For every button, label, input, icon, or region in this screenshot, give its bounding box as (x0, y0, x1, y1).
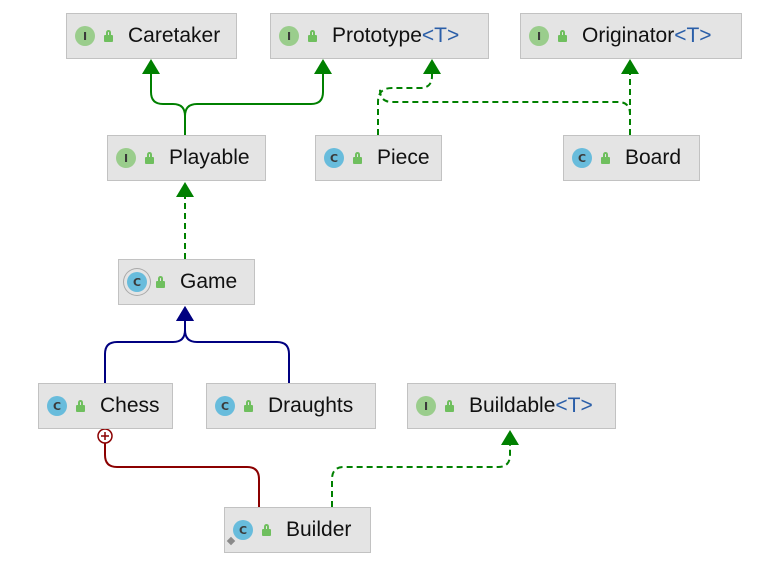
class-name: Board (625, 146, 682, 169)
class-name: Prototype<T> (332, 24, 460, 47)
abstract-class-icon: C (127, 272, 147, 292)
public-visibility-icon (308, 29, 317, 42)
relation-line (184, 73, 324, 135)
public-visibility-icon (104, 29, 113, 42)
relation-line (377, 73, 433, 135)
relation-builder-buildable (331, 430, 519, 507)
relation-line (379, 88, 631, 135)
public-visibility-icon (262, 523, 271, 536)
class-icon: C (226, 520, 253, 546)
class-name: Piece (377, 146, 430, 169)
class-node-board[interactable]: C Board (563, 135, 700, 181)
public-visibility-icon (445, 399, 454, 412)
relation-piece-prototype (377, 59, 441, 135)
interface-icon: I (116, 148, 136, 168)
public-visibility-icon (558, 29, 567, 42)
arrowhead (423, 59, 441, 74)
class-icon: C (572, 148, 592, 168)
arrowhead (501, 430, 519, 445)
class-node-caretaker[interactable]: I Caretaker (66, 13, 237, 59)
interface-icon: I (416, 396, 436, 416)
relation-board-originator (621, 59, 639, 135)
class-node-prototype[interactable]: I Prototype<T> (270, 13, 489, 59)
relation-playable-prototype (184, 59, 332, 135)
class-name: Chess (100, 394, 160, 417)
arrowhead (314, 59, 332, 74)
class-node-chess[interactable]: C Chess (38, 383, 173, 429)
relation-line (184, 320, 290, 383)
relation-game-playable (176, 182, 194, 259)
type-parameter: <T> (555, 394, 593, 417)
class-icon: C (47, 396, 67, 416)
class-node-originator[interactable]: I Originator<T> (520, 13, 742, 59)
arrowhead (176, 306, 194, 321)
class-node-game[interactable]: C Game (118, 259, 255, 305)
class-node-playable[interactable]: I Playable (107, 135, 266, 181)
public-visibility-icon (244, 399, 253, 412)
public-visibility-icon (145, 151, 154, 164)
relation-builder-chess (97, 428, 260, 507)
arrowhead (176, 182, 194, 197)
class-node-builder[interactable]: C Builder (224, 507, 371, 553)
relation-playable-caretaker (142, 59, 186, 135)
interface-icon: I (279, 26, 299, 46)
class-name: Caretaker (128, 24, 221, 47)
relation-line (104, 320, 186, 383)
class-icon: C (215, 396, 235, 416)
class-name: Originator<T> (582, 24, 712, 47)
interface-icon: I (75, 26, 95, 46)
relation-board-prototype (379, 88, 631, 135)
class-node-buildable[interactable]: I Buildable<T> (407, 383, 616, 429)
relation-line (150, 73, 186, 135)
public-visibility-icon (76, 399, 85, 412)
class-name: Draughts (268, 394, 354, 417)
class-name: Buildable<T> (469, 394, 593, 417)
type-parameter: <T> (674, 24, 712, 47)
relation-line (331, 444, 511, 507)
relation-draughts-game (176, 306, 290, 383)
class-name: Game (180, 270, 238, 293)
class-name: Playable (169, 146, 250, 169)
public-visibility-icon (601, 151, 610, 164)
class-icon: C (324, 148, 344, 168)
relation-line (104, 443, 260, 507)
class-name: Builder (286, 518, 352, 541)
type-parameter: <T> (421, 24, 460, 47)
class-node-draughts[interactable]: C Draughts (206, 383, 376, 429)
public-visibility-icon (353, 151, 362, 164)
interface-icon: I (529, 26, 549, 46)
arrowhead (142, 59, 160, 74)
public-visibility-icon (156, 275, 165, 288)
class-node-piece[interactable]: C Piece (315, 135, 442, 181)
arrowhead (621, 59, 639, 74)
